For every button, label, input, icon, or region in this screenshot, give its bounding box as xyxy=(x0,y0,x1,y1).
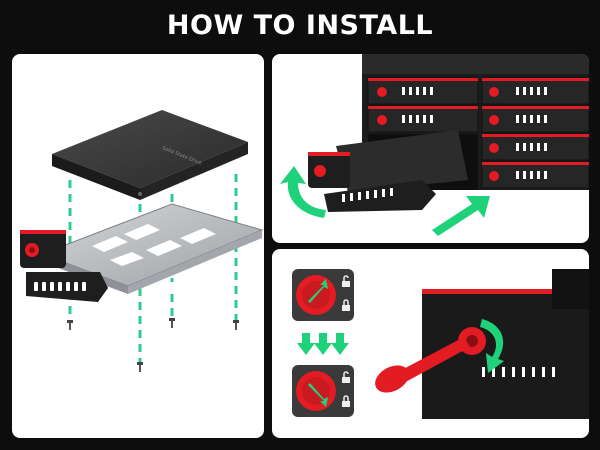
lock-closed-diagram xyxy=(292,365,354,417)
page-title: HOW TO INSTALL xyxy=(166,10,434,41)
curved-arrow-icon xyxy=(280,166,326,218)
enclosure-closeup xyxy=(422,269,589,419)
open-lock-icon xyxy=(342,275,350,287)
drive-bay-left-2 xyxy=(367,105,479,133)
red-key xyxy=(375,337,470,393)
step-lock-panel xyxy=(272,249,589,438)
screw xyxy=(233,320,239,330)
screws xyxy=(67,318,239,372)
rotation-arrow-icon xyxy=(308,279,328,303)
enclosure xyxy=(362,54,589,243)
down-arrow-icon xyxy=(297,333,315,355)
closed-lock-icon xyxy=(342,299,350,311)
screw xyxy=(169,318,175,328)
step-insert-tray-panel xyxy=(272,54,589,243)
ssd-drive: Solid State Drive xyxy=(52,110,248,200)
drive-bay-left-1 xyxy=(367,77,479,105)
screw xyxy=(137,362,143,372)
step-ssd-mount-panel: Solid State Drive xyxy=(12,54,264,438)
down-arrow-icon xyxy=(331,333,349,355)
screw xyxy=(67,320,73,330)
down-arrows xyxy=(297,333,349,355)
drive-bay-right-4 xyxy=(481,161,589,189)
curved-arrow-icon xyxy=(480,319,504,373)
down-arrow-icon xyxy=(314,333,332,355)
lock-open-diagram xyxy=(292,269,354,321)
drive-bay-right-2 xyxy=(481,105,589,133)
insert-arrow-icon xyxy=(432,196,490,236)
drive-bay-right-1 xyxy=(481,77,589,105)
tray-handle xyxy=(20,230,108,302)
lock-knob xyxy=(314,165,326,177)
drive-bay-right-3 xyxy=(481,133,589,161)
sliding-tray xyxy=(308,130,468,212)
rotation-arrow-icon xyxy=(308,383,328,407)
